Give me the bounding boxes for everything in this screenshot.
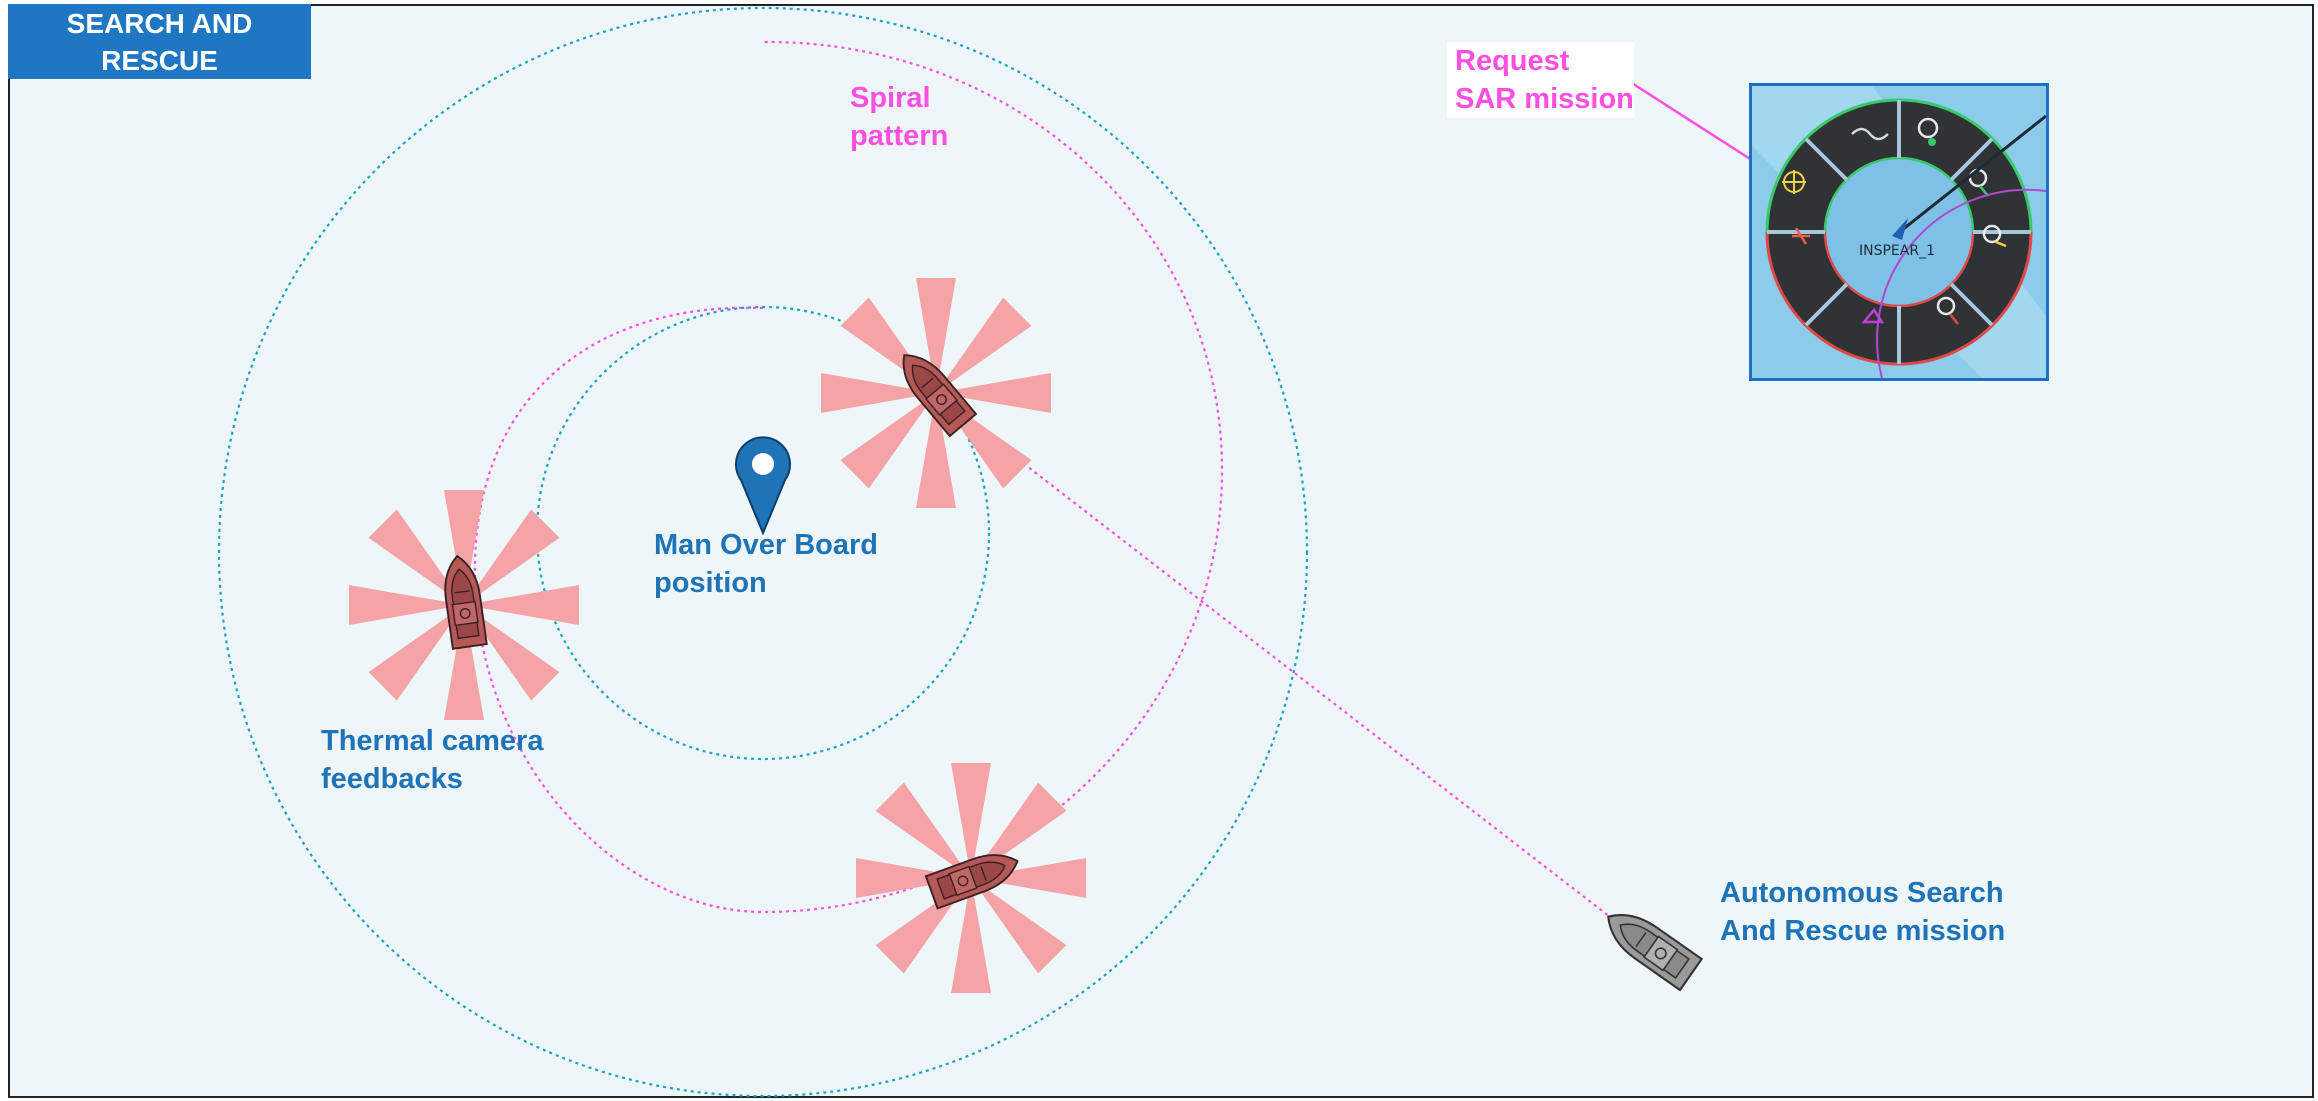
spiral-pattern-label: Spiral pattern [850, 82, 949, 152]
title-line-1: SEARCH AND [66, 7, 253, 39]
mission-trajectory [934, 394, 1615, 921]
title-line-2: RESCUE [101, 44, 218, 76]
boat-icon[interactable] [1596, 900, 1703, 992]
autonomous-mission-label: Autonomous Search And Rescue mission [1720, 877, 2006, 947]
radial-menu-graphics [1752, 86, 2046, 378]
man-over-board-label: Man Over Board position [654, 529, 878, 599]
spiral-path [473, 40, 1224, 914]
radial-menu-icon[interactable]: INSPEAR_1 [1749, 83, 2049, 381]
thermal-camera-label: Thermal camera feedbacks [321, 725, 544, 795]
request-label-background [1447, 42, 1634, 118]
title-box: SEARCH AND RESCUE [8, 4, 311, 79]
vessel-label: INSPEAR_1 [1859, 243, 1935, 259]
boat-icon[interactable] [439, 552, 488, 650]
outer-search-circle [217, 6, 1309, 1098]
arrow-icon [1626, 78, 1773, 175]
request-sar-label: Request SAR mission [1455, 45, 1634, 115]
location-pin-icon [735, 436, 791, 536]
